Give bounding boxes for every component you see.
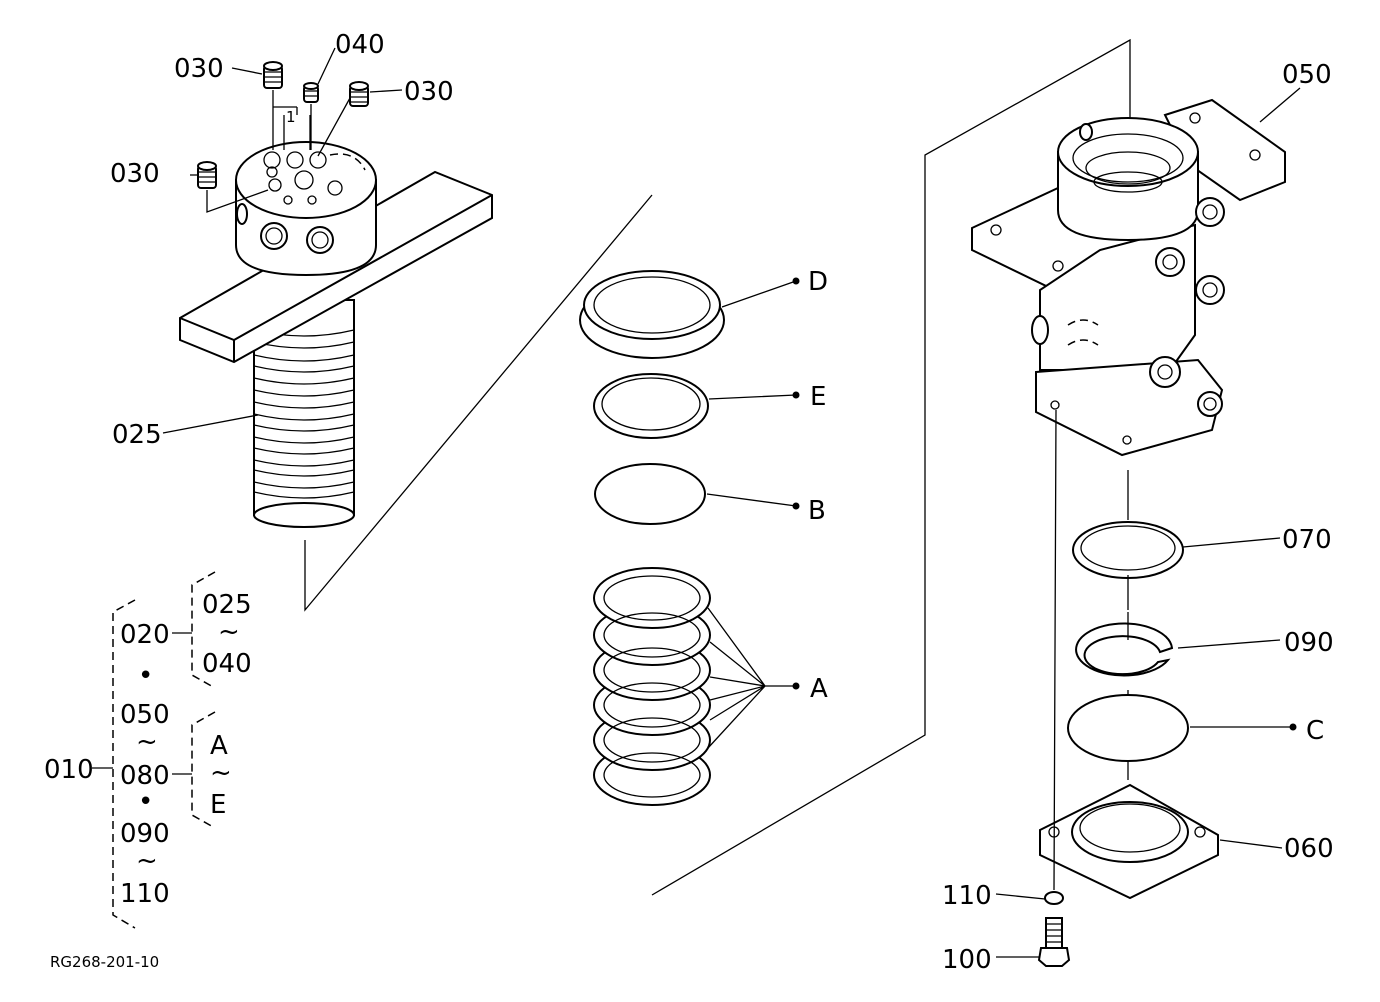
label-030-left: 030 — [110, 159, 160, 189]
legend-group1-from: 025 — [202, 590, 252, 620]
label-d: D — [808, 267, 828, 297]
cover-060 — [1039, 783, 1219, 900]
label-090: 090 — [1284, 628, 1334, 658]
legend-group2-range-from: A — [210, 731, 228, 761]
seal-stack-a — [593, 567, 711, 806]
legend-group2-from: 050 — [120, 700, 170, 730]
seal-stack — [579, 270, 800, 806]
swivel-shaft-assembly — [162, 47, 653, 612]
port-bosses — [1031, 123, 1225, 417]
washer-110 — [1044, 891, 1064, 905]
plug-040 — [303, 82, 319, 103]
o-ring-c — [1067, 694, 1189, 762]
legend-group3-from: 090 — [120, 819, 170, 849]
legend-group2-range-to: E — [210, 790, 226, 820]
legend-root-010: 010 — [44, 755, 94, 785]
label-050: 050 — [1282, 60, 1332, 90]
bolt-100 — [1037, 917, 1071, 967]
label-040: 040 — [335, 30, 385, 60]
label-110: 110 — [942, 881, 992, 911]
snap-ring-090 — [1075, 622, 1174, 677]
swivel-housing-assembly — [971, 87, 1301, 967]
legend-dot-1: • — [138, 661, 153, 691]
seal-ring-e — [593, 373, 709, 439]
leader-dot-b — [792, 502, 800, 510]
label-b: B — [808, 496, 826, 526]
o-ring-b — [594, 463, 706, 525]
leader-dot-a — [792, 682, 800, 690]
label-1: 1 — [286, 108, 296, 126]
legend-group2-tilde: ~ — [136, 727, 158, 757]
set-screw-030-top-right — [349, 81, 369, 107]
label-025: 025 — [112, 420, 162, 450]
rotor-head — [235, 141, 377, 277]
label-070: 070 — [1282, 525, 1332, 555]
leader-dot-d — [792, 277, 800, 285]
set-screw-030-left — [197, 161, 217, 189]
legend-group3-to: 110 — [120, 879, 170, 909]
spindle-body — [253, 299, 355, 528]
legend-group1-to: 040 — [202, 649, 252, 679]
parts-legend — [92, 571, 216, 929]
leader-dot-c — [1289, 723, 1297, 731]
label-a: A — [810, 674, 828, 704]
set-screw-030-top-left — [263, 61, 283, 89]
label-e: E — [810, 382, 826, 412]
label-030-top-left: 030 — [174, 54, 224, 84]
reference-code: RG268-201-10 — [50, 953, 159, 971]
label-100: 100 — [942, 945, 992, 975]
legend-group3-tilde: ~ — [136, 846, 158, 876]
leader-dot-e — [792, 391, 800, 399]
label-030-top-right: 030 — [404, 77, 454, 107]
legend-dot-2: • — [138, 787, 153, 817]
label-060: 060 — [1284, 834, 1334, 864]
seal-ring-d — [579, 270, 725, 359]
legend-group2-range-tilde: ~ — [210, 758, 232, 788]
legend-group1-tilde: ~ — [218, 617, 240, 647]
ring-070 — [1072, 521, 1184, 579]
legend-group1-label: 020 — [120, 620, 170, 650]
label-c: C — [1306, 716, 1324, 746]
housing-050 — [971, 98, 1286, 457]
legend-group2-label: 080 — [120, 761, 170, 791]
